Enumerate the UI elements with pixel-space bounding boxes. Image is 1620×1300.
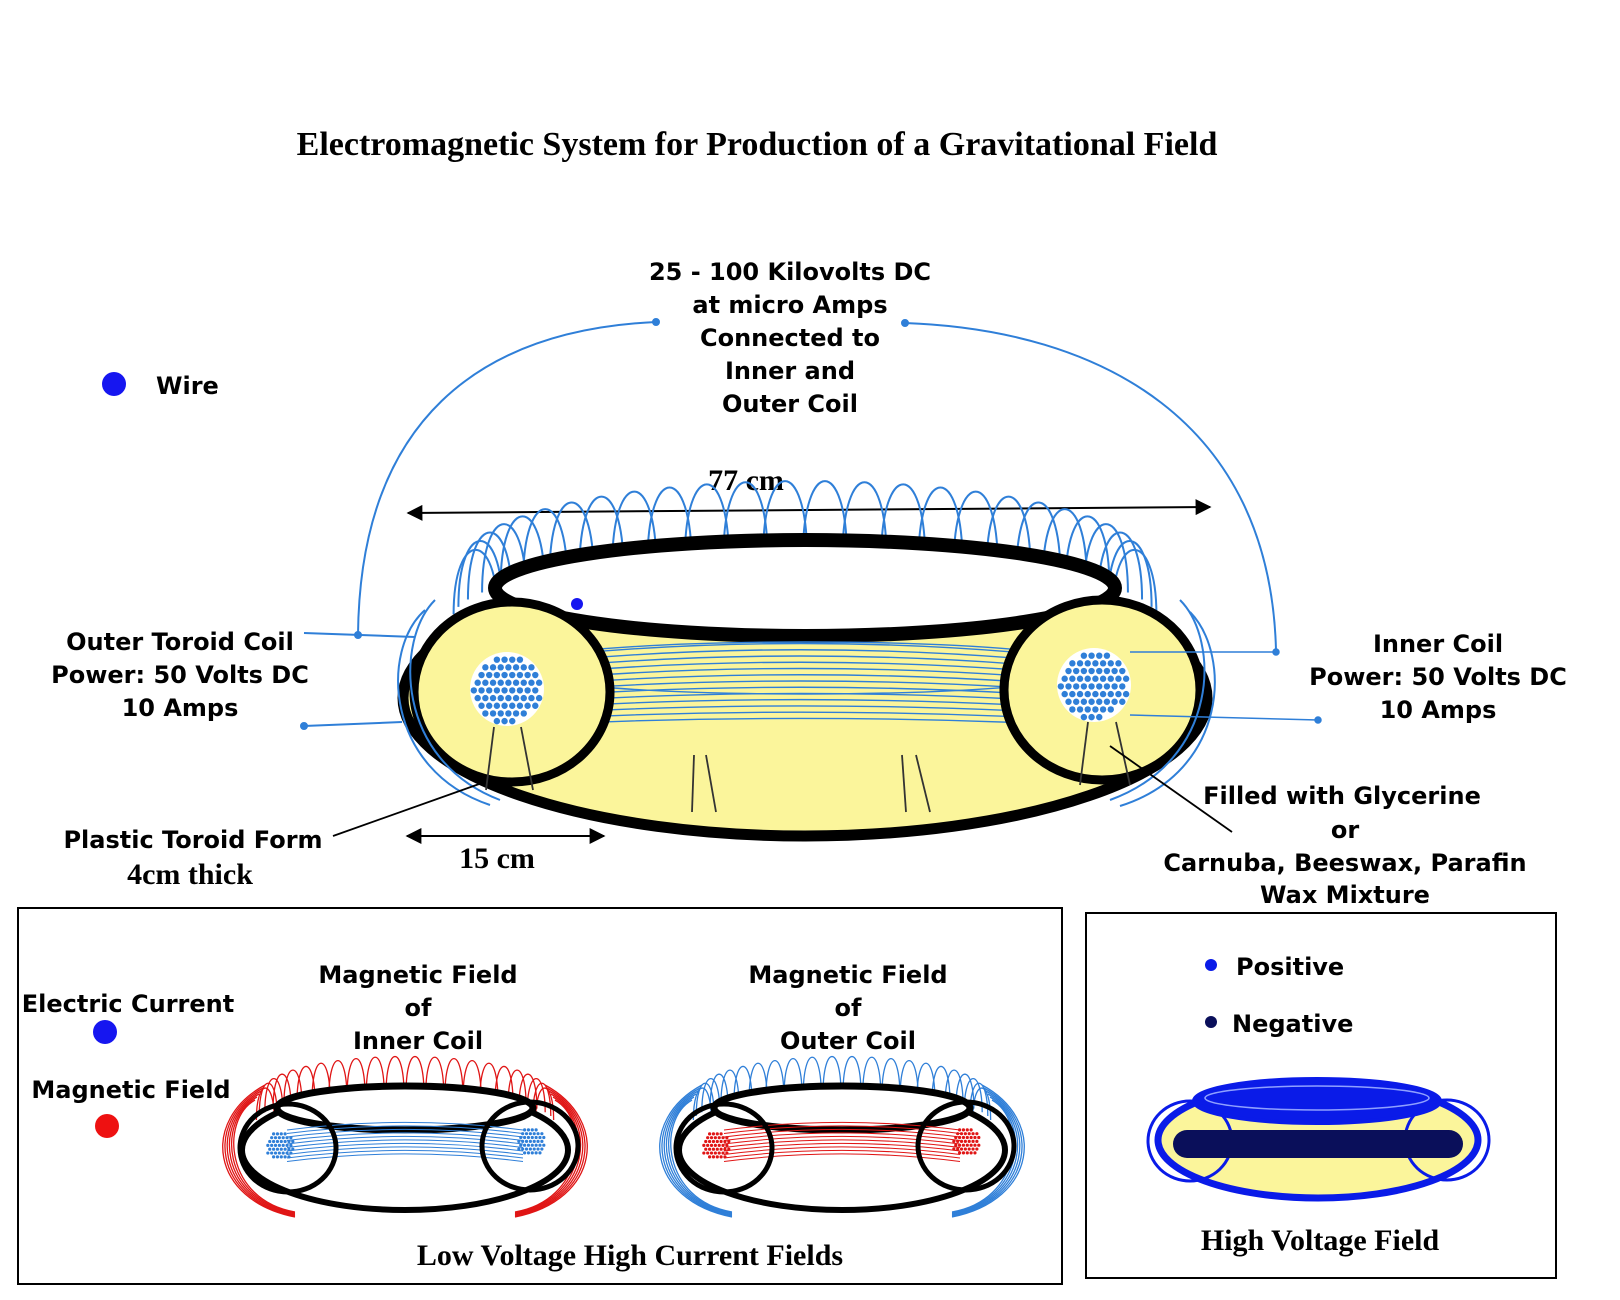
high-voltage-caption: High Voltage Field [1201,1224,1440,1257]
fill-line-4: Wax Mixture [1260,881,1430,909]
outer-coil-line-1: Outer Toroid Coil [66,628,294,656]
fill-leader [1109,745,1233,833]
hv-label: 25 - 100 Kilovolts DC at micro Amps Conn… [649,258,931,418]
inner-coil-field-toroid [222,1056,588,1218]
hv-label-line-2: at micro Amps [692,291,887,319]
plastic-form-thickness: 4cm thick [127,858,253,891]
negative-core-bar [1173,1130,1463,1158]
legend-positive-dot [1205,959,1217,971]
high-voltage-panel [1085,912,1557,1279]
outer-coil-leaders [300,631,416,730]
wire-legend-label: Wire [156,372,219,400]
fill-label: Filled with Glycerine or Carnuba, Beeswa… [1163,782,1526,909]
wire-end-dot [571,598,583,610]
legend-positive-label: Positive [1236,953,1344,981]
support-struts [485,721,1131,813]
diagram-title: Electromagnetic System for Production of… [297,126,1218,163]
outer-edge-field-loops [397,599,1216,807]
hv-wires [357,318,1277,651]
hv-label-line-5: Outer Coil [722,390,858,418]
hv-wire-left-end [652,318,660,326]
main-toroid [397,480,1216,842]
fill-line-1: Filled with Glycerine [1203,782,1481,810]
dimension-label-15cm: 15 cm [459,842,535,875]
dimension-arrow-77cm [406,499,1212,521]
inner-coil-line-2: Power: 50 Volts DC [1309,663,1567,691]
low-voltage-panel [17,907,1063,1285]
hv-wire-left [357,321,657,636]
inner-coil-line-3: 10 Amps [1380,696,1497,724]
outer-field-title-1: Magnetic Field [748,961,947,989]
hv-label-line-4: Inner and [725,357,855,385]
plastic-form-leader [332,782,483,837]
legend-magnetic-field-dot [95,1114,119,1138]
toroid-inner-hole [488,533,1122,643]
legend-negative-dot [1205,1016,1217,1028]
outer-coil-field-title: Magnetic Field of Outer Coil [748,961,947,1055]
wire-dots-left [470,656,543,725]
legend-electric-current-dot [93,1020,117,1044]
inner-field-title-3: Inner Coil [353,1027,483,1055]
wire-legend-dot [102,372,126,396]
hv-wire-right [904,322,1277,651]
inner-field-title-1: Magnetic Field [318,961,517,989]
outer-field-title-2: of [835,994,862,1022]
inner-coil-label: Inner Coil Power: 50 Volts DC 10 Amps [1309,630,1567,724]
outer-field-title-3: Outer Coil [780,1027,916,1055]
outer-coil-line-2: Power: 50 Volts DC [51,661,309,689]
outer-coil-label: Outer Toroid Coil Power: 50 Volts DC 10 … [51,628,309,722]
outer-coil-field-toroid [659,1056,1025,1218]
hv-label-line-3: Connected to [700,324,880,352]
wire-dots-right [1057,652,1130,721]
low-voltage-caption: Low Voltage High Current Fields [417,1239,843,1272]
legend-magnetic-field-label: Magnetic Field [31,1076,230,1104]
inner-coil-line-1: Inner Coil [1373,630,1503,658]
fill-line-2: or [1331,816,1359,844]
inner-field-title-2: of [405,994,432,1022]
legend-negative-label: Negative [1232,1010,1353,1038]
fill-line-3: Carnuba, Beeswax, Parafin [1163,849,1526,877]
inner-coil-field-title: Magnetic Field of Inner Coil [318,961,517,1055]
hv-wire-right-end [901,319,909,327]
legend-electric-current-label: Electric Current [22,990,234,1018]
high-voltage-toroid [1146,1077,1491,1202]
plastic-form-label: Plastic Toroid Form [63,826,322,854]
outer-coil-line-3: 10 Amps [122,694,239,722]
inner-coil-leaders [1129,648,1322,724]
hv-label-line-1: 25 - 100 Kilovolts DC [649,258,931,286]
dimension-label-77cm: 77 cm [708,464,784,497]
